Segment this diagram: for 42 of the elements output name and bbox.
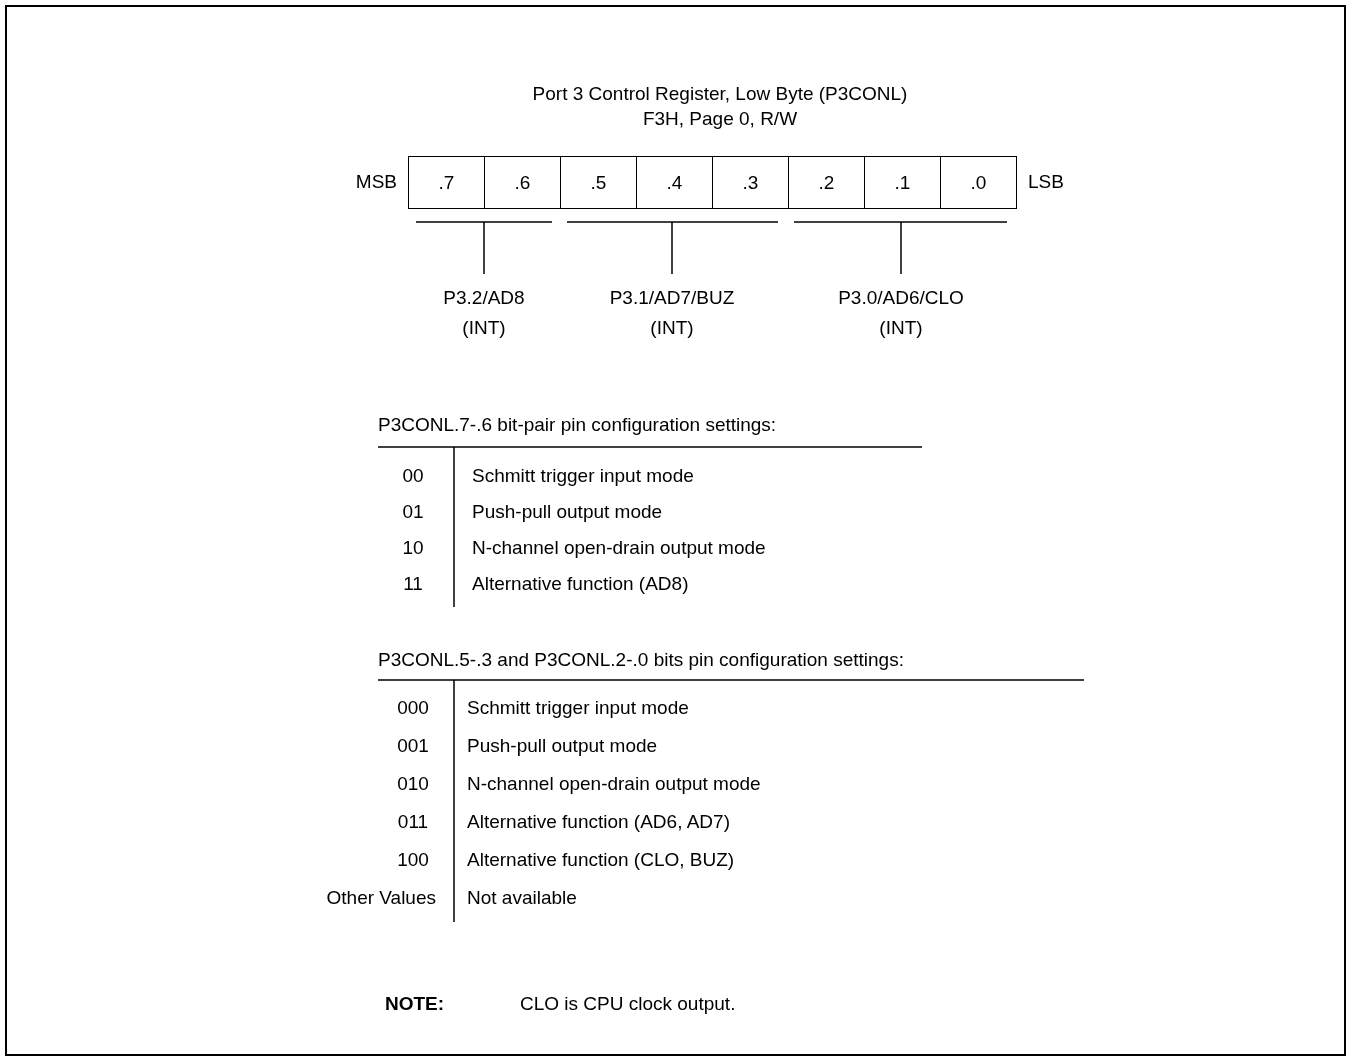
table-heading: P3CONL.7-.6 bit-pair pin configuration settings: [378, 414, 777, 436]
register-bit-cell: .6 [484, 156, 561, 209]
mode-description: N-channel open-drain output mode [467, 773, 761, 795]
bit-value: 11 [403, 573, 423, 595]
pin-function-label: (INT) [879, 317, 923, 339]
pin-function-label: P3.1/AD7/BUZ [609, 287, 735, 309]
register-address: F3H, Page 0, R/W [642, 108, 798, 130]
note-label: NOTE: [385, 993, 445, 1015]
pin-function-label: P3.2/AD8 [443, 287, 525, 309]
bit-value: 10 [402, 537, 424, 559]
diagram-title: Port 3 Control Register, Low Byte (P3CONL) [532, 83, 908, 105]
bit-value: 011 [397, 811, 429, 833]
pin-function-label: (INT) [650, 317, 694, 339]
mode-description: Schmitt trigger input mode [467, 697, 689, 719]
table-heading: P3CONL.5-.3 and P3CONL.2-.0 bits pin configuration settings: [378, 649, 904, 671]
mode-description: Alternative function (AD8) [472, 573, 689, 595]
bit-value: 00 [402, 465, 424, 487]
register-bit-cell: .7 [408, 156, 485, 209]
mode-description: Schmitt trigger input mode [472, 465, 694, 487]
note-text: CLO is CPU clock output. [520, 993, 736, 1015]
register-bit-cell: .5 [560, 156, 637, 209]
bit-value: 010 [397, 773, 429, 795]
pin-function-label: (INT) [462, 317, 506, 339]
mode-description: Push-pull output mode [467, 735, 658, 757]
bit-value: 01 [402, 501, 424, 523]
register-bit-cell: .0 [940, 156, 1017, 209]
register-bit-cell: .2 [788, 156, 865, 209]
register-bit-cell: .4 [636, 156, 713, 209]
mode-description: N-channel open-drain output mode [472, 537, 766, 559]
mode-description: Alternative function (CLO, BUZ) [467, 849, 735, 871]
pin-function-label: P3.0/AD6/CLO [838, 287, 964, 309]
bit-value: 000 [397, 697, 429, 719]
bit-order-label: LSB [1028, 171, 1064, 193]
bit-value: 001 [397, 735, 429, 757]
register-bit-cell: .3 [712, 156, 789, 209]
bit-order-label: MSB [355, 171, 397, 193]
bit-value: Other Values [326, 887, 436, 909]
bit-value: 100 [397, 849, 429, 871]
register-bit-cell: .1 [864, 156, 941, 209]
mode-description: Alternative function (AD6, AD7) [467, 811, 730, 833]
mode-description: Push-pull output mode [472, 501, 663, 523]
mode-description: Not available [467, 887, 577, 909]
